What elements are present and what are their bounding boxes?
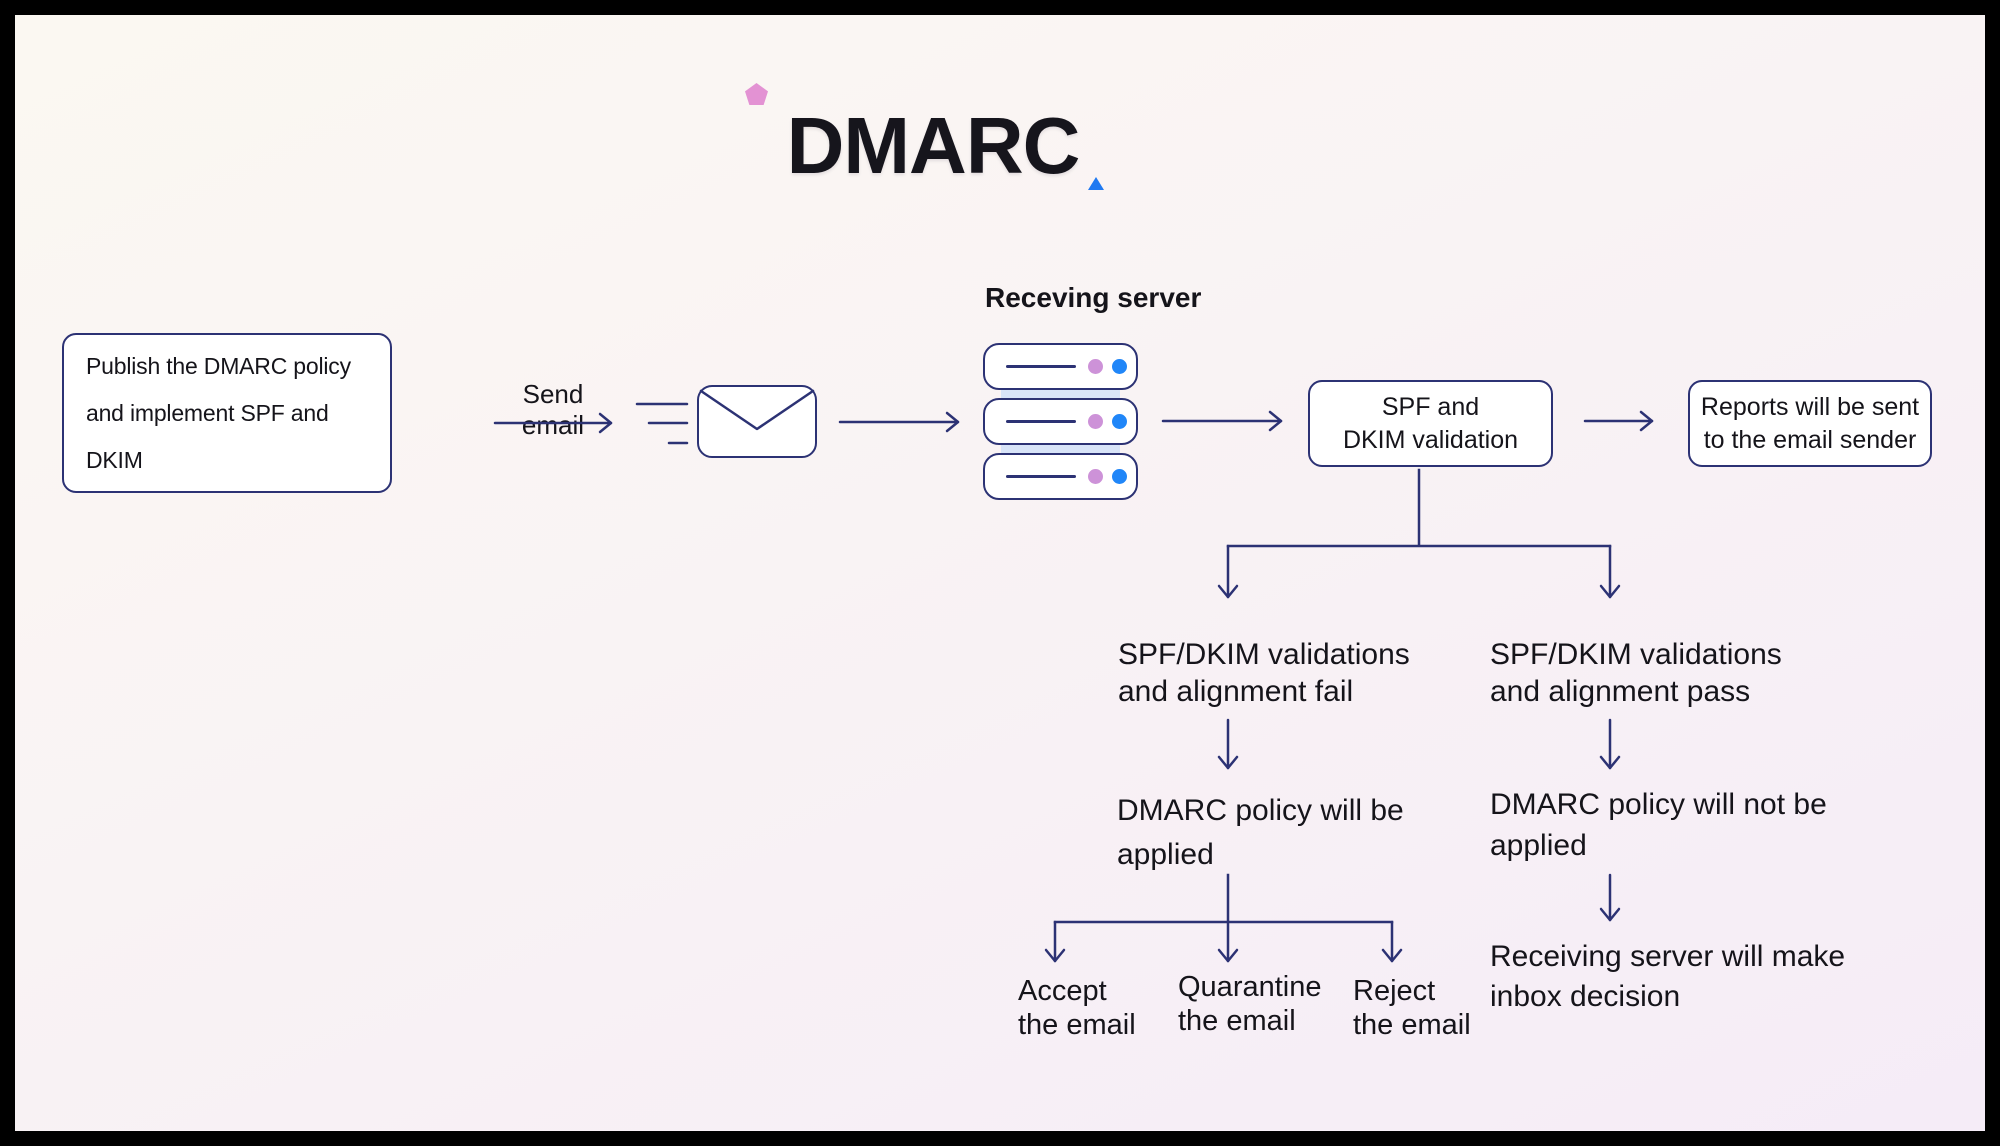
envelope-icon — [697, 385, 817, 458]
pentagon-icon — [745, 83, 768, 105]
page-title: DMARC — [786, 101, 1081, 190]
outcome-quarantine-label: Quarantine the email — [1178, 971, 1322, 1037]
server-slot-line — [1006, 475, 1076, 478]
publish-policy-box: Publish the DMARC policy and implement S… — [62, 333, 392, 493]
inbox-decision-label: Receiving server will make inbox decisio… — [1490, 940, 1846, 1013]
server-slot-line — [1006, 420, 1076, 423]
reports-box: Reports will be sent to the email sender — [1688, 380, 1932, 467]
policy-not-applied-label: DMARC policy will not be applied — [1490, 788, 1827, 862]
server-led-blue — [1112, 359, 1127, 374]
server-led-pink — [1088, 414, 1103, 429]
receiving-server-label: Receving server — [985, 282, 1202, 313]
diagram-canvas — [15, 15, 1985, 1131]
server-led-blue — [1112, 414, 1127, 429]
pass-branch-label: SPF/DKIM validations and alignment pass — [1490, 638, 1782, 708]
spf-dkim-validation-box: SPF and DKIM validation — [1308, 380, 1553, 467]
outcome-accept-label: Accept the email — [1018, 975, 1136, 1041]
policy-applied-label: DMARC policy will be applied — [1117, 794, 1404, 871]
server-stack-icon — [983, 343, 1138, 500]
server-led-blue — [1112, 469, 1127, 484]
server-unit — [983, 398, 1138, 445]
server-slot-line — [1006, 365, 1076, 368]
server-led-pink — [1088, 359, 1103, 374]
outcome-reject-label: Reject the email — [1353, 975, 1471, 1041]
publish-policy-text: Publish the DMARC policy and implement S… — [86, 352, 351, 473]
fail-branch-label: SPF/DKIM validations and alignment fail — [1118, 638, 1410, 708]
server-unit — [983, 453, 1138, 500]
reports-text: Reports will be sent to the email sender — [1700, 392, 1920, 454]
server-unit — [983, 343, 1138, 390]
spf-dkim-validation-text: SPF and DKIM validation — [1342, 392, 1519, 454]
send-email-label: Send email — [521, 379, 585, 440]
server-led-pink — [1088, 469, 1103, 484]
